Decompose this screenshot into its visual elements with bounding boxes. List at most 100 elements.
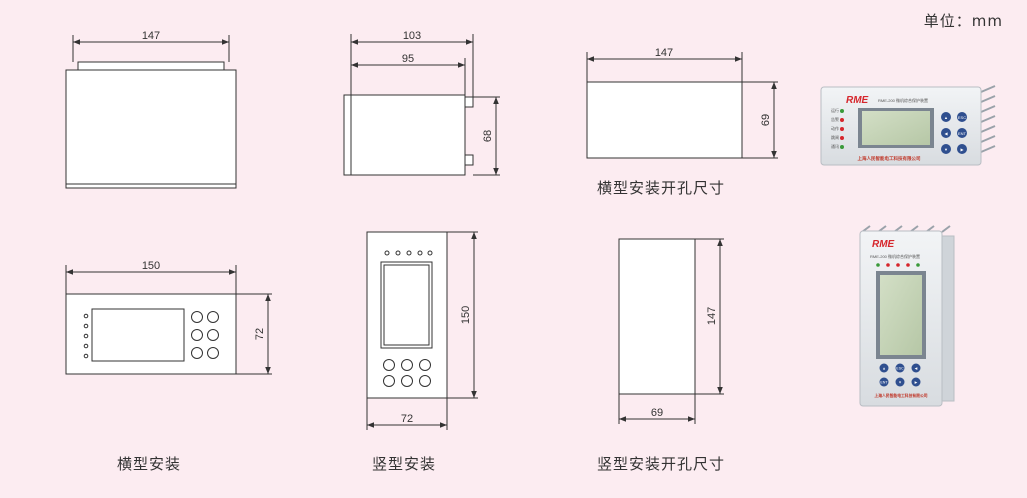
key-esc: [957, 112, 967, 122]
caption-horizontal-mount: 横型安装: [117, 455, 182, 473]
device-model-text: RME-200 微机综合保护装置: [878, 97, 928, 103]
key-enter: [957, 128, 967, 138]
dim-label-h-front-width: 150: [142, 260, 160, 272]
cutout-horizontal: [586, 81, 743, 159]
device-brand-logo: RME: [872, 239, 895, 250]
key-circle: [207, 329, 219, 341]
key-down: [941, 144, 951, 154]
dim-label-h-cutout-height: 69: [760, 114, 772, 126]
key-label: ▶: [915, 381, 919, 385]
cutout-vertical: [618, 238, 696, 395]
indicator-dot: [83, 323, 89, 329]
key-up: [941, 112, 951, 122]
indicator-dot: [83, 313, 89, 319]
housing-flange: [65, 183, 237, 189]
key-circle: [383, 359, 395, 371]
unit-label: 单位：mm: [923, 12, 1003, 30]
key-circle: [207, 347, 219, 359]
indicator-label: 动作: [831, 125, 839, 131]
key-circle: [401, 359, 413, 371]
key-circle: [401, 375, 413, 387]
dim-label-h-side-width: 147: [142, 30, 160, 42]
key-label: ESC: [896, 367, 904, 371]
key-enter: [879, 377, 889, 387]
key-label: ◀: [915, 367, 919, 371]
key-label: ▶: [960, 147, 964, 152]
key-label: ENT: [880, 381, 888, 385]
side-view: [343, 34, 500, 176]
dim-label-v-cutout-height: 147: [706, 307, 718, 325]
keypad: [879, 363, 921, 387]
indicator-dot: [83, 333, 89, 339]
key-label: ESC: [958, 115, 966, 120]
key-circle: [383, 375, 395, 387]
dim-label-v-front-width: 72: [401, 413, 413, 425]
device-company-text: 上海人民智能电工科技有限公司: [874, 393, 927, 398]
dim-label-depth-total: 103: [403, 30, 421, 42]
key-label: ENT: [958, 131, 967, 136]
key-circle: [419, 359, 431, 371]
device-company-text: 上海人民智能电工科技有限公司: [858, 155, 921, 162]
key-right: [957, 144, 967, 154]
key-circle: [191, 311, 203, 323]
device-photo-horizontal: RME RME-200 微机综合保护装置 运行 告警 动作 跳闸 通讯: [820, 85, 996, 166]
device-model-text: RME-200 微机综合保护装置: [870, 253, 920, 259]
indicator-label: 跳闸: [831, 134, 839, 140]
lcd-screen: [880, 275, 922, 355]
key-label: ▼: [944, 147, 948, 152]
horizontal-top-view: [65, 35, 237, 189]
indicator-dot: [427, 250, 433, 256]
caption-vertical-cutout: 竖型安装开孔尺寸: [597, 455, 726, 473]
dim-label-h-cutout-width: 147: [655, 47, 673, 59]
device-photo-vertical: RME RME-200 微机综合保护装置 ▲ ESC: [859, 225, 955, 407]
indicator-dot: [83, 343, 89, 349]
front-flange: [343, 94, 352, 176]
key-label: ◀: [944, 131, 948, 136]
key-label: ▲: [944, 115, 948, 120]
key-left: [911, 363, 921, 373]
heatsink-fins: [980, 85, 996, 153]
indicator-label: 告警: [831, 116, 839, 122]
device-brand-logo: RME: [846, 95, 869, 106]
key-down: [895, 377, 905, 387]
lcd-window-vertical-inner: [383, 264, 430, 346]
caption-horizontal-cutout: 横型安装开孔尺寸: [597, 179, 726, 197]
dim-label-v-cutout-width: 69: [651, 407, 663, 419]
key-circle: [419, 375, 431, 387]
lcd-window-horizontal: [91, 308, 185, 362]
side-body: [350, 94, 466, 176]
dim-label-v-front-height: 150: [460, 306, 472, 324]
dim-label-depth-body: 95: [402, 53, 414, 65]
indicator-dot: [417, 250, 423, 256]
lcd-screen: [862, 111, 930, 145]
key-label: ▲: [882, 367, 886, 371]
indicator-dot: [384, 250, 390, 256]
indicator-dot: [406, 250, 412, 256]
indicator-row: [876, 263, 920, 267]
rear-terminal-top: [464, 96, 474, 108]
horizontal-cutout-view: [586, 52, 778, 159]
key-esc: [895, 363, 905, 373]
rear-terminal-bottom: [464, 154, 474, 166]
key-label: ▼: [898, 381, 902, 385]
indicator-label: 通讯: [831, 143, 839, 149]
vertical-cutout-view: [618, 238, 724, 424]
indicator-label: 运行: [831, 107, 839, 113]
key-left: [941, 128, 951, 138]
horizontal-front-view: [65, 265, 272, 375]
indicator-dot: [83, 353, 89, 359]
device-side: [941, 235, 955, 402]
indicator-dot: [395, 250, 401, 256]
key-circle: [191, 329, 203, 341]
key-right: [911, 377, 921, 387]
key-circle: [207, 311, 219, 323]
key-up: [879, 363, 889, 373]
keypad: [941, 112, 967, 154]
indicator-column: 运行 告警 动作 跳闸 通讯: [831, 107, 844, 149]
housing-lip: [77, 61, 225, 71]
housing-body: [65, 69, 237, 185]
vertical-front-view: [366, 231, 478, 430]
dim-label-depth-height: 68: [482, 130, 494, 142]
